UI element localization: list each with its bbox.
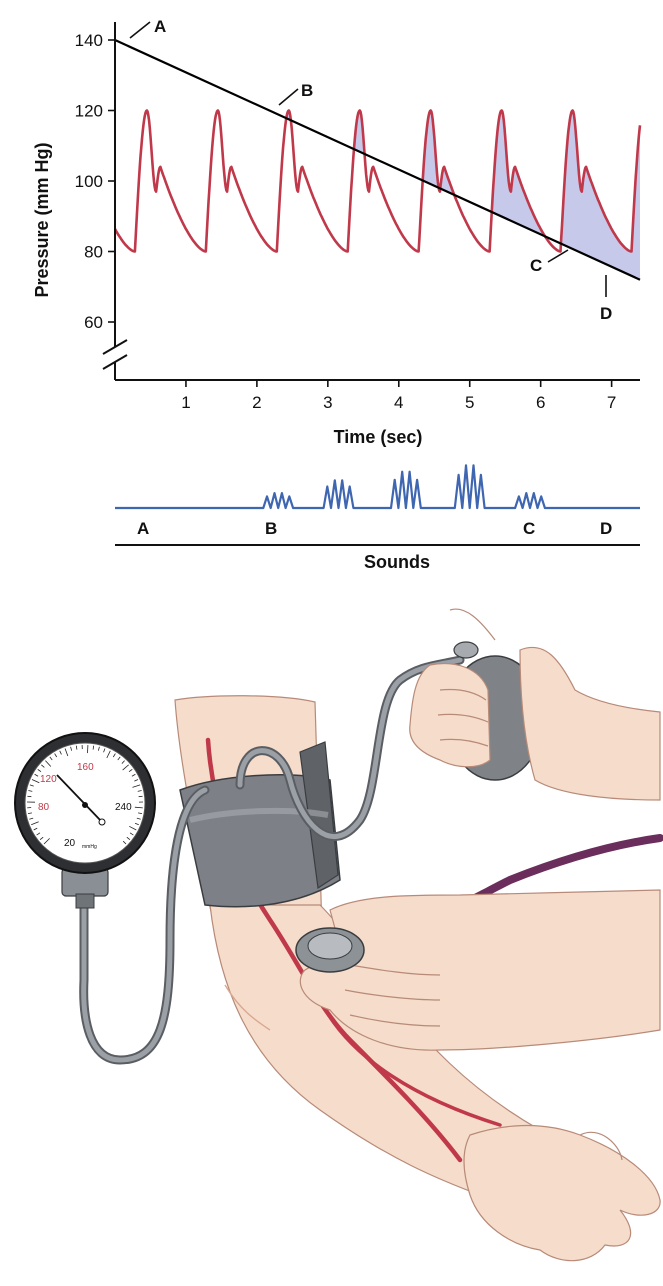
gauge-label-240: 240: [115, 802, 132, 813]
x-tick-label-3: 3: [323, 393, 332, 412]
x-tick-label-2: 2: [252, 393, 261, 412]
sound-label-c: C: [523, 519, 535, 538]
sound-label-b: B: [265, 519, 277, 538]
bp-measurement-illustration: 120 160 80 240 20 mmHg: [15, 609, 660, 1261]
stethoscope-hand: [300, 890, 660, 1050]
cuff-pressure-line: [115, 40, 640, 280]
gauge-label-160: 160: [77, 762, 94, 773]
x-tick-label-1: 1: [181, 393, 190, 412]
point-label-c: C: [530, 256, 542, 275]
gauge-pivot: [82, 802, 88, 808]
gauge-connector: [76, 894, 94, 908]
y-ticks: 60 80 100 120 140: [75, 31, 115, 332]
y-tick-label-120: 120: [75, 102, 103, 121]
gauge-label-120: 120: [40, 774, 57, 785]
leader-b: [279, 89, 298, 105]
gauge-label-80: 80: [38, 802, 50, 813]
y-tick-label-80: 80: [84, 243, 103, 262]
point-label-d: D: [600, 304, 612, 323]
y-tick-label-100: 100: [75, 172, 103, 191]
gauge-label-20: 20: [64, 838, 76, 849]
sound-waveform: [115, 465, 640, 508]
gauge-unit: mmHg: [82, 844, 97, 850]
x-axis-title: Time (sec): [334, 427, 423, 447]
sounds-title: Sounds: [364, 552, 430, 572]
point-label-b: B: [301, 81, 313, 100]
upper-thumb: [450, 609, 495, 640]
stethoscope-diaphragm: [308, 933, 352, 959]
point-label-a: A: [154, 17, 166, 36]
upper-hand: [410, 647, 660, 800]
x-ticks: 1 2 3 4 5 6 7: [181, 380, 616, 412]
korotkoff-sounds-trace: A B C D Sounds: [115, 465, 640, 572]
pressure-chart: 1 2 3 4 5 6 7 60 80 100 120 140 Time (sec) Pressur…: [32, 17, 640, 447]
leader-a: [130, 22, 150, 38]
x-tick-label-7: 7: [607, 393, 616, 412]
x-tick-label-4: 4: [394, 393, 403, 412]
audible-region: [561, 111, 640, 280]
bulb-valve: [454, 642, 478, 658]
x-tick-label-6: 6: [536, 393, 545, 412]
lower-hand: [464, 1126, 660, 1261]
sound-label-a: A: [137, 519, 149, 538]
sound-label-d: D: [600, 519, 612, 538]
gauge-needle-tip: [99, 819, 105, 825]
arterial-pressure-wave: [115, 111, 640, 252]
y-axis-title: Pressure (mm Hg): [32, 142, 52, 297]
y-tick-label-140: 140: [75, 31, 103, 50]
x-tick-label-5: 5: [465, 393, 474, 412]
y-tick-label-60: 60: [84, 313, 103, 332]
